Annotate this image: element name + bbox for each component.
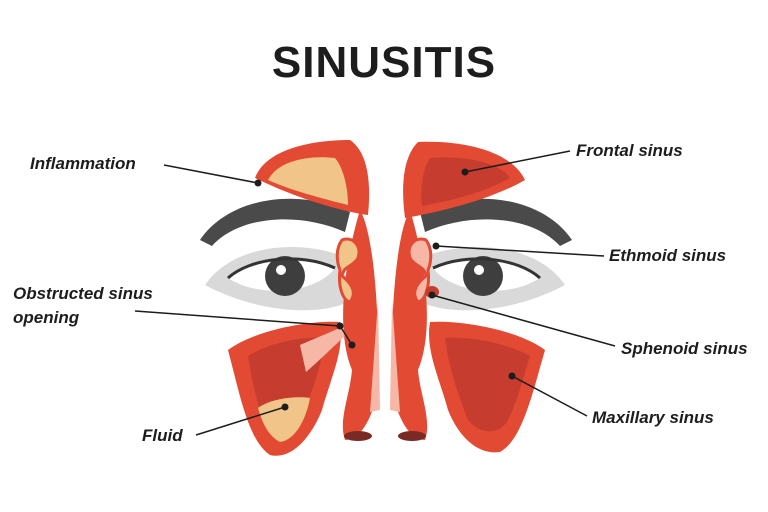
label-inflammation: Inflammation [30,154,136,173]
left-maxillary-fluid [258,397,310,442]
left-frontal-fluid [268,157,348,205]
label-fluid: Fluid [142,426,183,445]
nasal-cavity-left [342,210,379,440]
leader-fluid [195,406,286,436]
left-eyebrow [200,198,350,246]
right-eyebrow [420,198,572,246]
nasal-septum-left [370,300,380,412]
right-ethmoid-cells [407,237,433,304]
label-ethmoid-sinus: Ethmoid sinus [609,246,727,265]
nasal-septum-right [390,300,400,412]
right-eyelid [432,257,542,280]
dot-inflammation [254,179,262,187]
leader-obstructed-tail [339,325,353,346]
dot-ethmoid [432,242,440,250]
leader-inflammation [163,164,259,184]
right-maxillary-cavity [445,337,530,432]
label-maxillary-sinus: Maxillary sinus [592,408,714,427]
leader-lines [134,150,616,436]
label-sphenoid-sinus: Sphenoid sinus [621,339,748,358]
right-frontal-cavity [421,157,510,206]
left-maxillary-channel [300,328,345,372]
left-eye-highlight [276,265,286,275]
leader-sphenoid [431,294,616,347]
leader-frontal [464,150,571,173]
leader-ethmoid [435,245,605,257]
left-eyelid [226,257,336,280]
right-iris [463,256,503,296]
label-obstructed-line1: Obstructed sinus [13,284,153,303]
left-ethmoid-cells [335,237,361,304]
right-eye-highlight [474,265,484,275]
dot-frontal [461,168,469,176]
leader-maxillary [511,375,588,417]
label-frontal-sinus: Frontal sinus [576,141,683,160]
diagram-title: SINUSITIS [271,38,497,87]
left-iris [265,256,305,296]
left-nostril [344,431,372,441]
dot-sphenoid [428,291,436,299]
label-obstructed-line2: opening [13,308,80,327]
leader-obstructed [134,310,341,327]
right-nostril [398,431,426,441]
dot-fluid [281,403,289,411]
label-obstructed-sinus-opening: Obstructed sinus opening [13,282,153,330]
dot-maxillary [508,372,516,380]
